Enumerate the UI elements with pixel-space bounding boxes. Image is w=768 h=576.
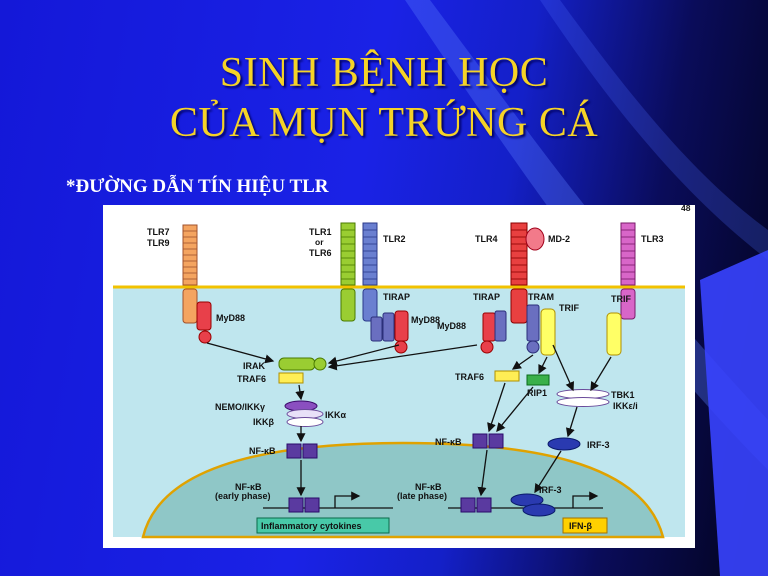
label-ifnb: IFN-β: [569, 521, 592, 531]
title-line-2: CỦA MỤN TRỨNG CÁ: [169, 100, 599, 146]
tlr1-tlr6-receptor: [340, 222, 356, 322]
label-inflammatory-cytokines: Inflammatory cytokines: [261, 521, 362, 531]
label-tlr2: TLR2: [383, 234, 406, 244]
label-traf6-left: TRAF6: [237, 374, 266, 384]
traf6-right: [494, 370, 520, 382]
label-irf3-nucleus: IRF-3: [539, 485, 562, 495]
label-tirap-middle: TIRAP: [383, 292, 410, 302]
slide-subtitle: *ĐƯỜNG DẪN TÍN HIỆU TLR: [66, 176, 329, 197]
label-nfkb-mid: NF-κB: [435, 437, 462, 447]
label-tlr3: TLR3: [641, 234, 664, 244]
label-irf3: IRF-3: [587, 440, 610, 450]
label-tirap-right: TIRAP: [473, 292, 500, 302]
irak-traf6-complex: [278, 357, 327, 384]
label-nfkb-late-1: NF-κB: [415, 482, 442, 492]
label-nfkb-late-2: (late phase): [397, 491, 447, 501]
label-traf6-right: TRAF6: [455, 372, 484, 382]
tirap-myd88-middle: [370, 310, 409, 354]
label-tlr9: TLR9: [147, 238, 170, 248]
title-line-1: SINH BỆNH HỌC: [219, 50, 549, 96]
figure-corner-mark: 48: [681, 205, 691, 213]
ikk-complex-left: [284, 400, 324, 427]
label-ikke: IKKε/i: [613, 401, 638, 411]
label-tlr4: TLR4: [475, 234, 498, 244]
label-tbk1: TBK1: [611, 390, 635, 400]
label-rip1: RIP1: [527, 388, 547, 398]
label-nfkb-early-2: (early phase): [215, 491, 271, 501]
label-nfkb-left: NF-κB: [249, 446, 276, 456]
nfkb-late-dna: [448, 491, 603, 517]
tlr-pathway-diagram: 48 TLR7 TLR9 MyD88: [113, 205, 691, 539]
slide-title: SINH BỆNH HỌC CỦA MỤN TRỨNG CÁ: [0, 48, 768, 148]
tlr2-receptor: [362, 222, 378, 322]
label-myd88-left: MyD88: [216, 313, 245, 323]
label-tram: TRAM: [528, 292, 554, 302]
label-trif-a: TRIF: [559, 303, 579, 313]
tlr7-tlr9-receptor: [182, 224, 198, 324]
nfkb-early-dna: [263, 491, 393, 513]
label-irak: IRAK: [243, 361, 265, 371]
label-myd88-right: MyD88: [437, 321, 466, 331]
tlr4-receptor: [510, 222, 528, 324]
label-myd88-middle: MyD88: [411, 315, 440, 325]
tbk1-ikke-complex: [556, 389, 610, 407]
label-ikkb: IKKβ: [253, 417, 274, 427]
tlr4-adaptors: [480, 304, 556, 356]
irf3-cytoplasm: [547, 437, 581, 451]
label-nemo: NEMO/IKKγ: [215, 402, 265, 412]
label-nfkb-early-1: NF-κB: [235, 482, 262, 492]
tlr-pathway-figure: 48 TLR7 TLR9 MyD88: [103, 205, 695, 548]
label-or: or: [315, 237, 324, 247]
md2-protein: [525, 227, 545, 251]
ifnb-box: [562, 517, 608, 534]
nfkb-mid: [472, 433, 504, 449]
label-tlr6: TLR6: [309, 248, 332, 258]
inflammatory-cytokines-box: [256, 517, 390, 534]
tlr3-receptor: [606, 222, 636, 356]
label-tlr7: TLR7: [147, 227, 170, 237]
label-tlr1: TLR1: [309, 227, 332, 237]
label-ikka: IKKα: [325, 410, 346, 420]
label-md2: MD-2: [548, 234, 570, 244]
nfkb-left: [286, 443, 318, 459]
rip1: [526, 374, 550, 386]
signal-arrows: [206, 342, 612, 497]
myd88-left: [196, 301, 212, 344]
label-trif-b: TRIF: [611, 294, 631, 304]
